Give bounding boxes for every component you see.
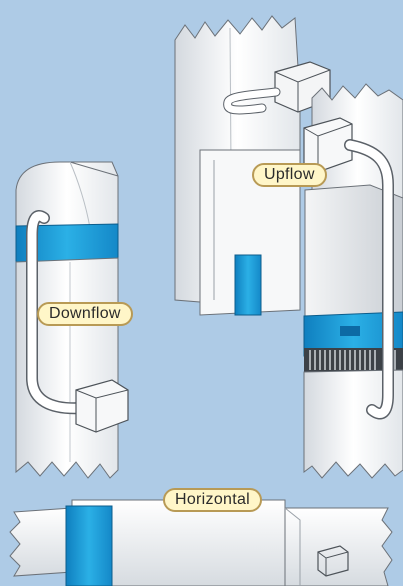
horizontal-unit <box>9 499 393 586</box>
label-horizontal: Horizontal <box>163 488 263 512</box>
upflow-unit <box>303 83 403 479</box>
upflow-rear-unit <box>174 15 331 316</box>
label-upflow: Upflow <box>252 163 327 187</box>
label-downflow: Downflow <box>37 302 133 326</box>
